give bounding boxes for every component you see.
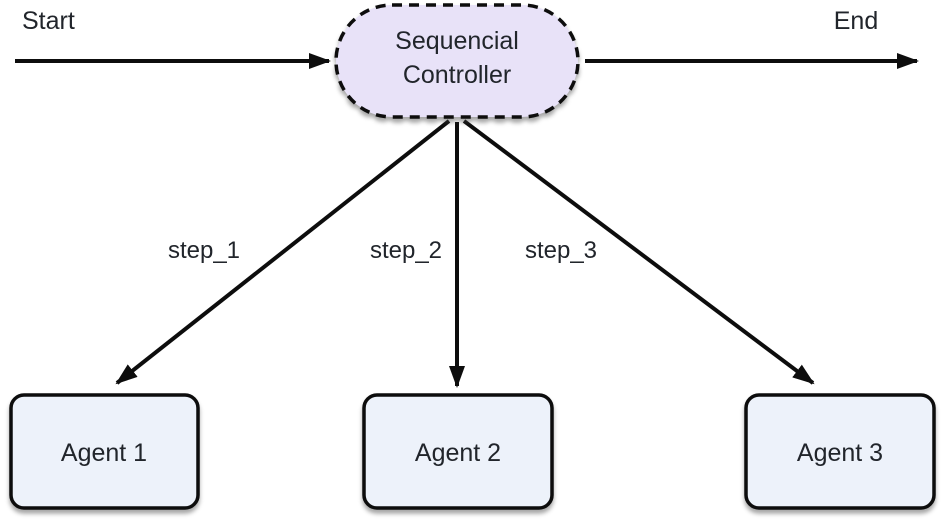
controller-shape [334,3,580,119]
agent-2-node: Agent 2 [362,393,554,510]
agent-3-shape [744,393,936,510]
agent-3-node: Agent 3 [744,393,936,510]
agent-1-node: Agent 1 [9,393,200,510]
controller-node: Sequencial Controller [334,3,580,119]
edge-step-1 [115,119,451,385]
start-label: Start [22,7,75,35]
agent-3-label: Agent 3 [797,439,883,467]
agent-2-label: Agent 2 [415,439,501,467]
agent-1-shape [9,393,200,510]
edge-label-step-3: step_3 [525,237,597,264]
agent-2-shape [362,393,554,510]
edge-label-step-1: step_1 [168,237,240,264]
edge-step-3 [462,119,815,385]
controller-label-line2: Controller [403,61,511,89]
end-label: End [834,7,878,35]
edge-label-step-2: step_2 [370,237,442,264]
controller-label-line1: Sequencial [395,27,519,55]
agent-1-label: Agent 1 [61,439,147,467]
